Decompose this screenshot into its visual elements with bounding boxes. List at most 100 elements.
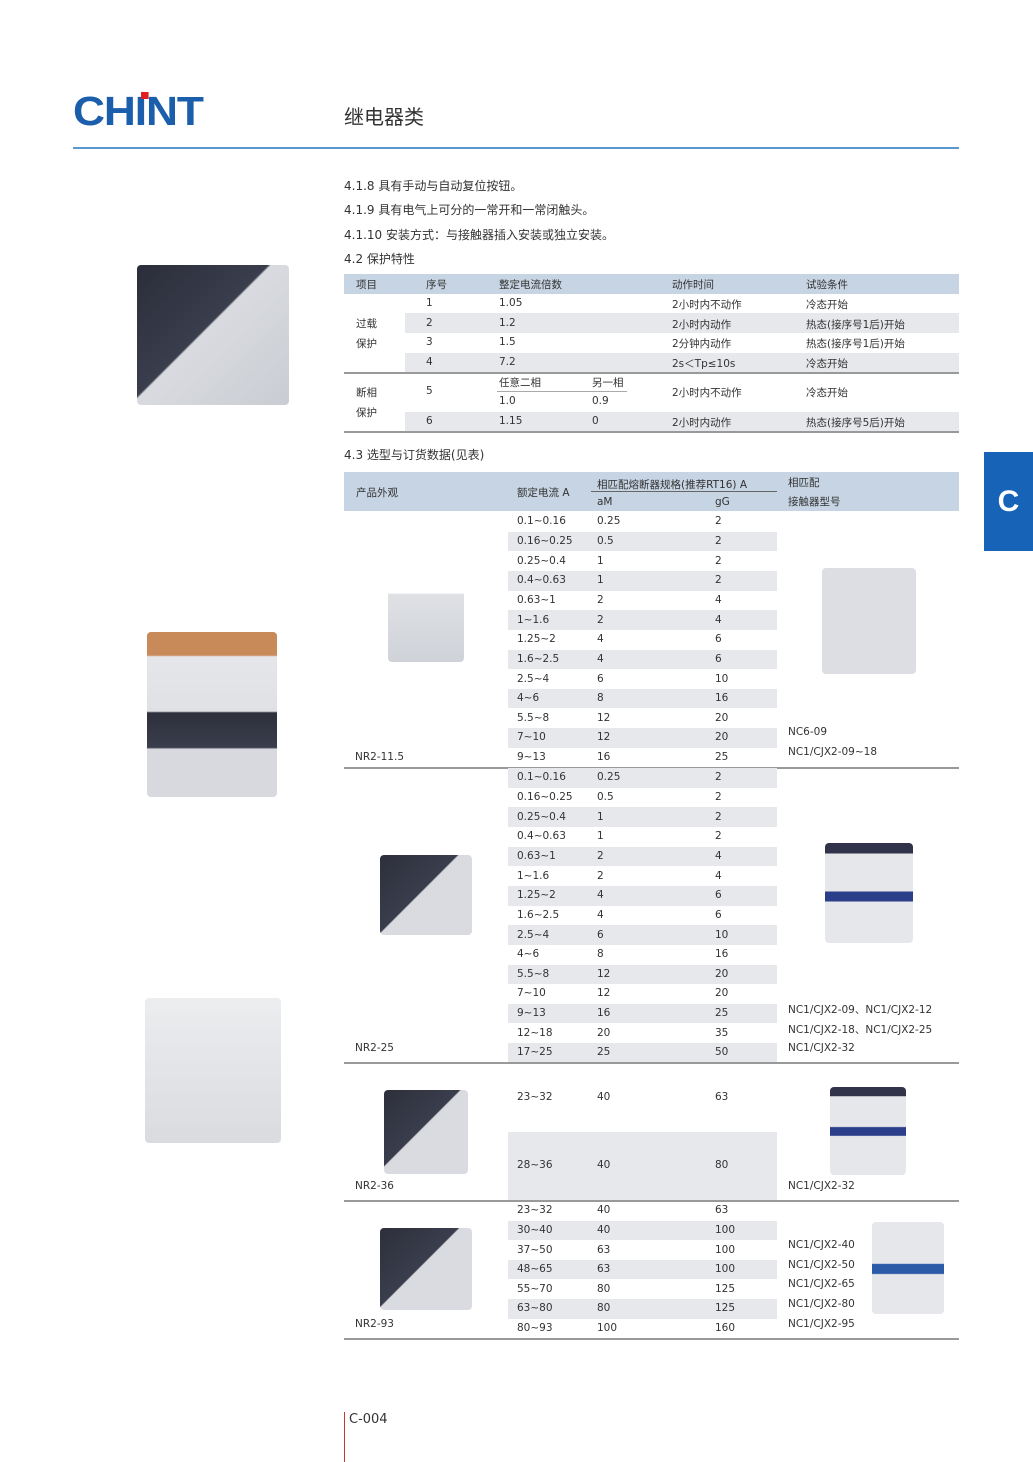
cell: 10 [715, 928, 729, 941]
cell: 0.63~1 [517, 593, 556, 606]
cell: 28~36 [517, 1159, 553, 1172]
cell: 20 [715, 967, 729, 980]
section-tab[interactable]: C [984, 452, 1033, 551]
cell: 63 [715, 1090, 729, 1103]
cell: 2 [597, 613, 604, 626]
row-group-label: 断相 [356, 387, 377, 399]
row-group-label: 保护 [356, 338, 377, 350]
cell: 2s＜Tp≤10s [672, 358, 736, 371]
cell: 40 [597, 1159, 611, 1172]
col-header: gG [715, 496, 730, 508]
cell: 7~10 [517, 987, 546, 1000]
col-header: 动作时间 [672, 279, 714, 291]
cell: 12 [597, 711, 611, 724]
photo-nr2-11-5 [388, 576, 464, 662]
cell: 4~6 [517, 948, 540, 961]
cell: 0.5 [597, 534, 614, 547]
cell: 80 [597, 1302, 611, 1315]
cell: 16 [597, 751, 611, 764]
cell: 0.25 [597, 771, 621, 784]
contactor-model: NC1/CJX2-18、NC1/CJX2-25 [788, 1024, 933, 1036]
cell: 63~80 [517, 1302, 553, 1315]
cell: 4~6 [517, 692, 540, 705]
cell: 0.1~0.16 [517, 515, 566, 528]
cell: 12 [597, 987, 611, 1000]
table-row-stripe [508, 688, 777, 709]
cell: 1 [597, 830, 604, 843]
cell: 125 [715, 1282, 736, 1295]
col-header: aM [597, 496, 613, 508]
product-model: NR2-36 [355, 1180, 394, 1192]
cell: 80 [597, 1282, 611, 1295]
row-divider [344, 767, 959, 769]
cell: 8 [597, 948, 604, 961]
cell: 16 [715, 692, 729, 705]
cell: 20 [715, 711, 729, 724]
cell: 2 [715, 790, 722, 803]
cell: 40 [597, 1090, 611, 1103]
table-row-stripe [508, 1131, 777, 1200]
product-photo-relay-ct [145, 998, 281, 1143]
row-group-label: 保护 [356, 407, 377, 419]
cell: 2 [715, 830, 722, 843]
row-divider [344, 1200, 959, 1202]
cell: 63 [597, 1263, 611, 1276]
cell: 热态(接序号5后)开始 [806, 417, 905, 429]
col-header: 相匹配熔断器规格(推荐RT16) A [597, 479, 748, 491]
col-header: 序号 [426, 279, 447, 291]
photo-nc1-32-contactor [830, 1087, 906, 1175]
table-row-stripe [508, 728, 777, 748]
table-row-stripe [508, 964, 777, 985]
cell: 30~40 [517, 1223, 553, 1236]
cell: 40 [597, 1204, 611, 1217]
cell: 4 [597, 889, 604, 902]
cell: 2小时内不动作 [672, 387, 742, 399]
cell: 2.5~4 [517, 672, 550, 685]
table-row-stripe [508, 1003, 777, 1024]
row-group-label: 过载 [356, 318, 377, 330]
page-title: 继电器类 [344, 105, 424, 129]
cell: 1.6~2.5 [517, 908, 560, 921]
cell: 12~18 [517, 1026, 553, 1039]
section-heading: 4.2 保护特性 [344, 252, 415, 266]
table-row-stripe [508, 570, 777, 591]
cell: 4 [715, 869, 722, 882]
cell: 2 [715, 554, 722, 567]
cell: 2小时内动作 [672, 417, 732, 429]
contactor-model: NC1/CJX2-80 [788, 1298, 855, 1310]
cell: 17~25 [517, 1046, 553, 1059]
contactor-model: NC1/CJX2-32 [788, 1042, 855, 1054]
cell: 2 [426, 316, 433, 329]
cell: 20 [715, 987, 729, 1000]
cell: 2 [597, 849, 604, 862]
cell: 16 [715, 948, 729, 961]
cell: 12 [597, 967, 611, 980]
table-row-stripe [508, 768, 777, 788]
cell: 3 [426, 336, 433, 349]
contactor-model: NC1/CJX2-50 [788, 1259, 855, 1271]
cell: 1~1.6 [517, 613, 550, 626]
cell: 0.16~0.25 [517, 534, 573, 547]
cell: 2 [715, 515, 722, 528]
col-header: 试验条件 [806, 279, 848, 291]
cell: 9~13 [517, 751, 546, 764]
cell: 4 [715, 593, 722, 606]
cell: 48~65 [517, 1263, 553, 1276]
cell: 0.4~0.63 [517, 574, 566, 587]
cell: 23~32 [517, 1090, 553, 1103]
header-divider [73, 147, 959, 149]
row-divider [344, 1338, 959, 1340]
cell: 9~13 [517, 1007, 546, 1020]
cell: 0.16~0.25 [517, 790, 573, 803]
feature-line: 4.1.10 安装方式：与接触器插入安装或独立安装。 [344, 228, 614, 242]
col-header: 接触器型号 [788, 496, 841, 508]
chint-logo: CHINT [73, 88, 204, 135]
cell: 2 [715, 810, 722, 823]
cell: 10 [715, 672, 729, 685]
cell: 2 [715, 574, 722, 587]
cell: 125 [715, 1302, 736, 1315]
cell: 2 [597, 593, 604, 606]
cell: 12 [597, 731, 611, 744]
feature-line: 4.1.9 具有电气上可分的一常开和一常闭触头。 [344, 203, 595, 217]
photo-nc1-contactor [825, 843, 913, 943]
